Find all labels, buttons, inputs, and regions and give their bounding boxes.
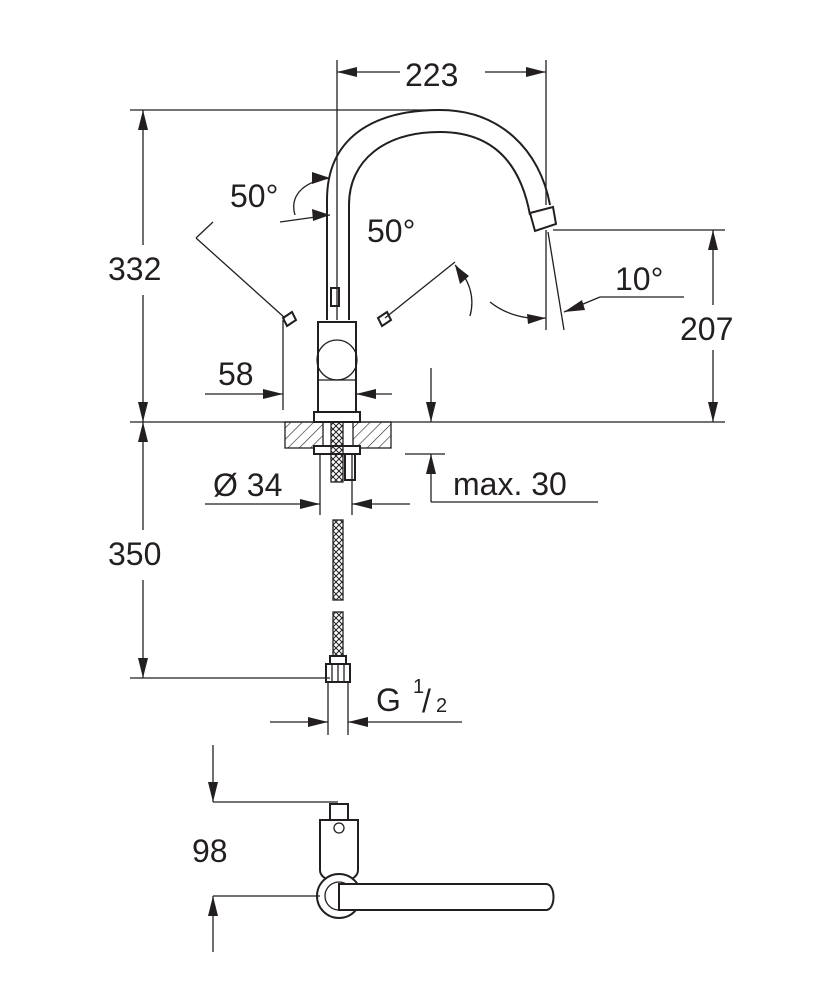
- counter-thickness-label: max. 30: [453, 466, 567, 502]
- counter-thickness-dimension: [405, 368, 598, 503]
- thread-dimension: [270, 682, 462, 735]
- thread-fraction-numerator: 1: [413, 676, 424, 698]
- hole-diameter-dimension: [205, 454, 410, 515]
- supply-hose: [325, 519, 351, 683]
- base-offset-label: 58: [218, 356, 254, 392]
- total-height-dimension: [130, 109, 440, 422]
- countertop-section: [284, 421, 392, 483]
- faucet-outline: [281, 108, 558, 423]
- hole-diameter-label: Ø 34: [213, 467, 282, 503]
- swivel-left-angle: [195, 172, 331, 319]
- swivel-left-label: 50°: [230, 178, 278, 214]
- thread-size-label: G: [376, 682, 401, 718]
- hose-length-label: 350: [108, 536, 161, 572]
- spout-height-dimension: [553, 229, 725, 422]
- handle-clearance-label: 98: [192, 833, 228, 869]
- thread-fraction-slash: /: [422, 683, 431, 719]
- top-view-lever: [316, 803, 555, 919]
- hose-length-dimension: [130, 422, 330, 679]
- spout-height-label: 207: [680, 311, 733, 347]
- handle-clearance-dimension: [208, 745, 338, 952]
- base-offset-dimension: [205, 320, 392, 410]
- spout-tilt-label: 10°: [615, 261, 663, 297]
- reach-label: 223: [405, 57, 458, 93]
- thread-fraction-denominator: 2: [436, 695, 447, 717]
- reach-dimension: [336, 60, 547, 320]
- total-height-label: 332: [108, 251, 161, 287]
- swivel-right-label: 50°: [367, 213, 415, 249]
- spout-tilt-angle: [489, 230, 684, 331]
- swivel-right-angle: [384, 261, 473, 319]
